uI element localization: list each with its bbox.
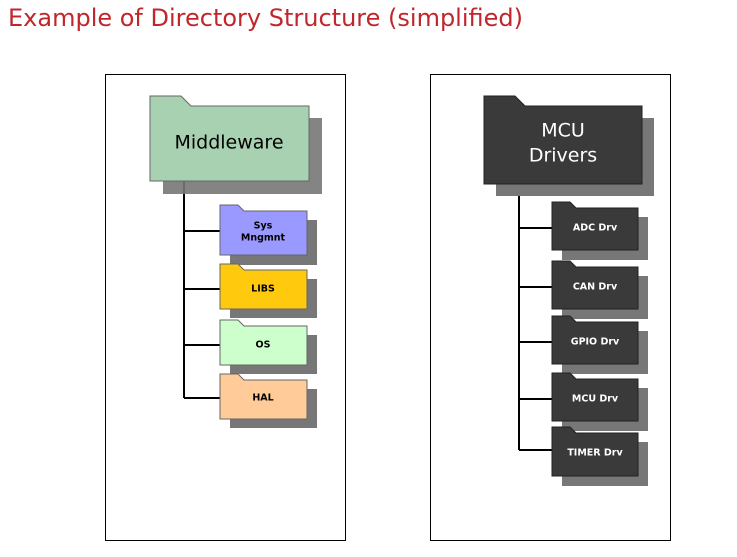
folder-icon: TIMER Drv	[551, 426, 648, 486]
folder-label: MCU	[541, 120, 585, 142]
tree-connector	[183, 180, 220, 399]
folder-label: Mngmnt	[241, 233, 286, 244]
folder-label: MCU Drv	[572, 394, 619, 405]
folder-label: Drivers	[529, 145, 597, 167]
page-title: Example of Directory Structure (simplifi…	[8, 4, 523, 32]
folder-label: Middleware	[174, 132, 283, 154]
folder-icon: MCU Drivers	[483, 95, 654, 196]
middleware-tree: Middleware Sys Mngmnt LIBS OS HAL	[149, 95, 322, 428]
folder-label: CAN Drv	[573, 282, 618, 293]
folder-label: LIBS	[251, 284, 275, 295]
folder-label: TIMER Drv	[567, 448, 623, 459]
folder-label: HAL	[252, 393, 273, 404]
tree-connector	[518, 184, 552, 451]
folder-icon: CAN Drv	[551, 260, 648, 319]
folder-icon: HAL	[219, 373, 317, 428]
folder-icon: OS	[219, 319, 317, 374]
folder-label: Sys	[254, 221, 273, 232]
folder-icon: ADC Drv	[551, 201, 648, 260]
folder-label: GPIO Drv	[571, 337, 620, 348]
folder-icon: Sys Mngmnt	[219, 204, 317, 265]
mcu-drivers-tree: MCU Drivers ADC Drv CAN Drv GPIO Drv MCU…	[483, 95, 654, 486]
folder-icon: MCU Drv	[551, 372, 648, 431]
folder-icon: GPIO Drv	[551, 315, 648, 374]
folder-label: OS	[256, 340, 271, 351]
folder-icon: Middleware	[149, 95, 322, 194]
folder-icon: LIBS	[219, 263, 317, 318]
folder-label: ADC Drv	[573, 223, 618, 234]
